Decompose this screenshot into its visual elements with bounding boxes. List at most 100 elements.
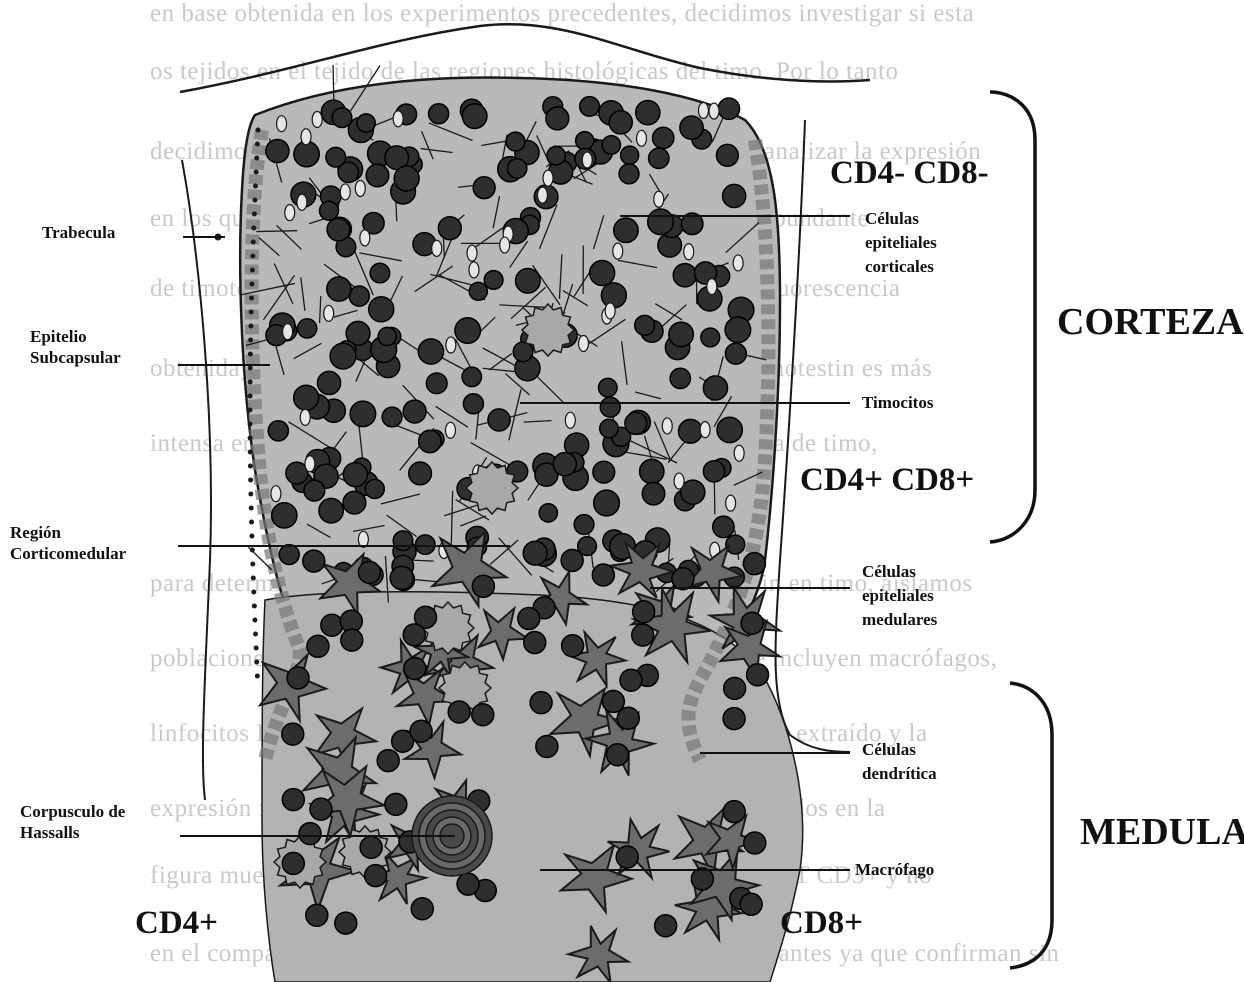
epithelial-nucleus [355,180,365,196]
thymocyte [607,744,629,766]
epithelial-nucleus [393,111,403,127]
epithelial-process [256,231,297,232]
marker-cd4-single-positive: CD4+ [135,905,218,942]
thymocyte [553,453,576,476]
subcapsular-cell-dot [249,534,254,539]
thymocyte [488,409,510,431]
epithelial-nucleus [700,422,710,438]
subcapsular-cell-dot [251,226,256,231]
thymocyte [279,545,299,565]
thymocyte [536,735,558,757]
thymocyte [404,657,426,679]
label-line: dendrítica [862,762,937,786]
label-hassall-corpuscle: Corpusculo de Hassalls [20,801,125,843]
thymocyte [524,632,546,654]
thymocyte [547,146,566,165]
epithelial-nucleus [698,102,708,118]
thymocyte [365,479,384,498]
thymocyte [725,317,751,343]
epithelial-nucleus [605,303,615,319]
thymocyte [723,708,745,730]
label-line: Subcapsular [30,347,121,368]
subcapsular-cell-dot [251,576,256,581]
thymocyte [649,148,669,168]
label-line: Células [862,738,937,762]
epithelial-nucleus [432,240,442,256]
region-label-cortex: CORTEZA [1057,300,1244,344]
thymocyte [358,561,380,583]
thymocyte [576,132,594,150]
thymocyte [378,327,396,345]
thymocyte [635,315,655,335]
thymocyte [349,286,369,306]
thymocyte [601,283,626,308]
label-corticomedullary-region: Región Corticomedular [10,522,126,564]
label-line: Epitelio [30,326,121,347]
thymocyte [390,566,413,589]
subcapsular-cell-dot [248,338,253,343]
thymocyte [310,798,332,820]
thymocyte [648,209,674,235]
thymocyte [294,385,319,410]
marker-cd8-single-positive: CD8+ [780,905,863,942]
thymocyte [718,98,739,119]
thymocyte [335,912,357,934]
thymocyte [463,394,483,414]
thymocyte [507,159,526,178]
epithelial-nucleus [684,244,694,260]
epithelial-nucleus [271,486,281,502]
thymocyte [472,575,494,597]
subcapsular-cell-dot [250,268,255,273]
label-subcapsular-epithelium: Epitelio Subcapsular [30,326,121,368]
thymocyte [327,277,351,301]
thymocyte [740,893,762,915]
thymocyte [304,480,325,501]
label-line: Células [865,207,937,231]
epithelial-nucleus [301,129,311,145]
thymocyte [723,184,746,207]
thymocyte [343,463,367,487]
thymocyte [370,263,390,283]
thymocyte [462,104,487,129]
thymocyte [360,836,382,858]
epithelial-nucleus [283,324,293,340]
subcapsular-cell-dot [248,464,253,469]
epithelial-nucleus [312,112,322,128]
thymocyte [426,373,447,394]
subcapsular-cell-dot [248,422,253,427]
thymocyte [282,789,304,811]
subcapsular-cell-dot [249,520,254,525]
subcapsular-cell-dot [255,674,260,679]
thymocyte [317,371,340,394]
thymocyte [672,568,694,590]
epithelial-nucleus [446,337,456,353]
marker-double-positive: CD4+ CD8+ [800,462,974,499]
subcapsular-cell-dot [249,282,254,287]
thymocyte [515,268,540,293]
thymocyte [513,342,533,362]
medulla-bracket [1010,683,1052,968]
thymocyte [655,915,677,937]
thymocyte [343,491,366,514]
subcapsular-cell-dot [254,170,259,175]
thymocyte [282,852,304,874]
thymocyte [415,535,435,555]
epithelial-nucleus [358,531,368,547]
epithelial-nucleus [733,255,743,271]
thymocyte [382,407,402,427]
epithelial-nucleus [543,170,553,186]
epithelial-nucleus [285,205,295,221]
thymocyte [366,164,389,187]
subcapsular-cell-dot [252,618,257,623]
thymocyte [580,97,600,117]
label-line: Células [862,560,937,584]
thymocyte [744,832,766,854]
thymocyte [268,421,288,441]
thymocyte [539,504,557,522]
thymocyte [625,412,647,434]
thymocyte [653,127,674,148]
epithelial-nucleus [726,495,736,511]
thymocyte [457,873,479,895]
